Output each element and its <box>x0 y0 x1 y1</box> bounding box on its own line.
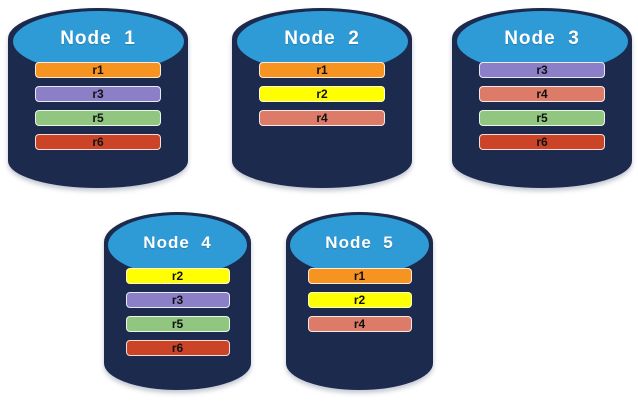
database-node-1[interactable]: Node 1 r1 r3 r5 r6 <box>8 8 188 188</box>
shard-list: r1 r2 r4 <box>286 268 433 332</box>
shard-bar[interactable]: r4 <box>307 316 412 332</box>
node-title: Node 4 <box>143 233 212 253</box>
shard-bar[interactable]: r6 <box>125 340 230 356</box>
database-node-5[interactable]: Node 5 r1 r2 r4 <box>286 212 433 390</box>
cylinder-shape: Node 5 r1 r2 r4 <box>286 212 433 390</box>
shard-bar[interactable]: r6 <box>479 134 605 150</box>
cylinder-top-ellipse <box>236 10 408 72</box>
node-label-container: Node 5 <box>286 212 433 390</box>
cylinder-shape: Node 3 r3 r4 r5 r6 <box>452 8 632 188</box>
shard-bar[interactable]: r1 <box>307 268 412 284</box>
database-node-3[interactable]: Node 3 r3 r4 r5 r6 <box>452 8 632 188</box>
shard-bar[interactable]: r4 <box>479 86 605 102</box>
cylinder-top-ellipse <box>456 10 628 72</box>
shard-bar[interactable]: r2 <box>259 86 385 102</box>
shard-bar[interactable]: r3 <box>35 86 161 102</box>
shard-bar[interactable]: r2 <box>307 292 412 308</box>
node-label-container: Node 1 <box>8 8 188 188</box>
shard-bar[interactable]: r1 <box>35 62 161 78</box>
shard-bar[interactable]: r3 <box>479 62 605 78</box>
node-title: Node 2 <box>284 27 360 49</box>
node-label-container: Node 3 <box>452 8 632 188</box>
node-title: Node 3 <box>504 27 580 49</box>
shard-list: r1 r3 r5 r6 <box>8 62 188 150</box>
cylinder-shape: Node 2 r1 r2 r4 <box>232 8 412 188</box>
cylinder-top-ellipse <box>107 214 248 276</box>
cylinder-top-ellipse <box>12 10 184 72</box>
shard-bar[interactable]: r1 <box>259 62 385 78</box>
shard-bar[interactable]: r4 <box>259 110 385 126</box>
cylinder-top-ellipse <box>289 214 430 276</box>
node-label-container: Node 4 <box>104 212 251 390</box>
shard-bar[interactable]: r2 <box>125 268 230 284</box>
shard-list: r3 r4 r5 r6 <box>452 62 632 150</box>
database-node-2[interactable]: Node 2 r1 r2 r4 <box>232 8 412 188</box>
shard-list: r1 r2 r4 <box>232 62 412 126</box>
cylinder-shape: Node 4 r2 r3 r5 r6 <box>104 212 251 390</box>
shard-bar[interactable]: r3 <box>125 292 230 308</box>
node-label-container: Node 2 <box>232 8 412 188</box>
node-title: Node 5 <box>325 233 394 253</box>
shard-list: r2 r3 r5 r6 <box>104 268 251 356</box>
shard-bar[interactable]: r5 <box>125 316 230 332</box>
database-node-4[interactable]: Node 4 r2 r3 r5 r6 <box>104 212 251 390</box>
shard-bar[interactable]: r5 <box>479 110 605 126</box>
shard-bar[interactable]: r5 <box>35 110 161 126</box>
cylinder-shape: Node 1 r1 r3 r5 r6 <box>8 8 188 188</box>
node-title: Node 1 <box>60 27 136 49</box>
shard-bar[interactable]: r6 <box>35 134 161 150</box>
